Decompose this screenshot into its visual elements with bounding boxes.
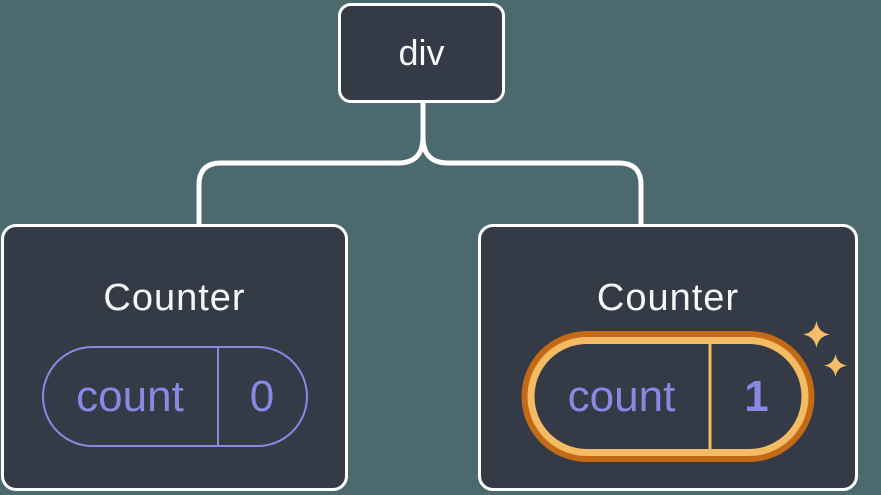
connector-left-branch [196,103,426,226]
card-title: Counter [103,277,246,319]
state-key-label: count [535,344,712,449]
counter-card-right: Counter count 1 [478,224,858,491]
state-key-label: count [44,348,219,445]
sparkles-icon [803,321,848,378]
sparkle-large [803,321,830,348]
state-value: 1 [744,371,769,421]
state-pill-highlighted: count 1 [521,331,815,462]
connector-right-branch [420,103,644,226]
sparkle-small [824,354,848,378]
counter-card-left: Counter count 0 [1,224,348,491]
root-node: div [338,3,505,103]
state-pill-highlight-ring: count 1 [527,337,809,456]
state-pill-core: count 1 [534,344,802,449]
state-pill: count 0 [41,346,308,447]
root-node-label: div [398,32,445,73]
state-value: 0 [249,371,275,421]
card-title: Counter [596,277,740,319]
